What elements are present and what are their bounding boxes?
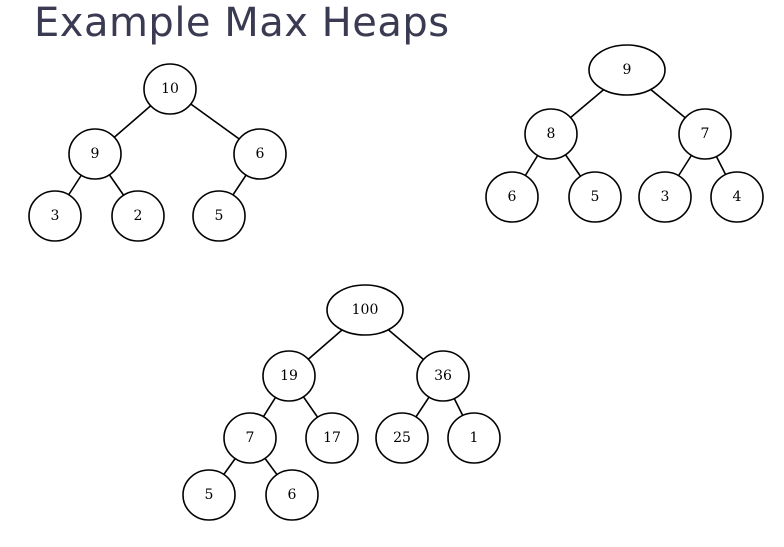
heap-node: 6 — [265, 469, 319, 521]
svg-text:3: 3 — [51, 208, 60, 224]
heap-node: 19 — [262, 350, 316, 402]
svg-text:19: 19 — [280, 368, 298, 384]
svg-text:25: 25 — [393, 430, 411, 446]
heap-node: 17 — [305, 412, 359, 464]
svg-text:4: 4 — [733, 189, 742, 205]
heap-node: 9 — [68, 128, 122, 180]
heap-node: 2 — [111, 190, 165, 242]
svg-text:8: 8 — [547, 126, 556, 142]
svg-text:7: 7 — [701, 126, 710, 142]
heap-node: 5 — [192, 190, 246, 242]
heap-node: 1 — [447, 412, 501, 464]
svg-text:5: 5 — [215, 208, 224, 224]
svg-text:17: 17 — [323, 430, 341, 446]
svg-text:36: 36 — [434, 368, 452, 384]
svg-text:9: 9 — [623, 62, 632, 78]
svg-text:2: 2 — [134, 208, 143, 224]
heap-node: 3 — [28, 190, 82, 242]
heap-node: 25 — [375, 412, 429, 464]
heap-node: 7 — [678, 108, 732, 160]
heap-node: 9 — [588, 44, 666, 96]
svg-text:5: 5 — [205, 487, 214, 503]
heap-node: 3 — [638, 171, 692, 223]
svg-text:1: 1 — [470, 430, 479, 446]
heap-node: 5 — [182, 469, 236, 521]
heap-3: 100 19 36 7 17 25 1 5 6 — [182, 284, 501, 521]
svg-text:3: 3 — [661, 189, 670, 205]
svg-text:6: 6 — [508, 189, 517, 205]
svg-text:6: 6 — [256, 146, 265, 162]
heap-node: 100 — [326, 284, 404, 336]
svg-text:10: 10 — [161, 81, 179, 97]
slide-title: Example Max Heaps — [34, 0, 450, 46]
heap-node: 36 — [416, 350, 470, 402]
heap-1: 10 9 6 3 2 5 — [28, 63, 287, 242]
svg-text:6: 6 — [288, 487, 297, 503]
heap-node: 6 — [233, 128, 287, 180]
heap-node: 8 — [524, 108, 578, 160]
heap-node: 10 — [143, 63, 197, 115]
heap-2: 9 8 7 6 5 3 4 — [485, 44, 764, 223]
heap-node: 6 — [485, 171, 539, 223]
svg-text:7: 7 — [246, 430, 255, 446]
heap-node: 5 — [568, 171, 622, 223]
heap-node: 4 — [710, 171, 764, 223]
svg-text:5: 5 — [591, 189, 600, 205]
heap-node: 7 — [223, 412, 277, 464]
svg-text:9: 9 — [91, 146, 100, 162]
svg-text:100: 100 — [352, 302, 379, 318]
